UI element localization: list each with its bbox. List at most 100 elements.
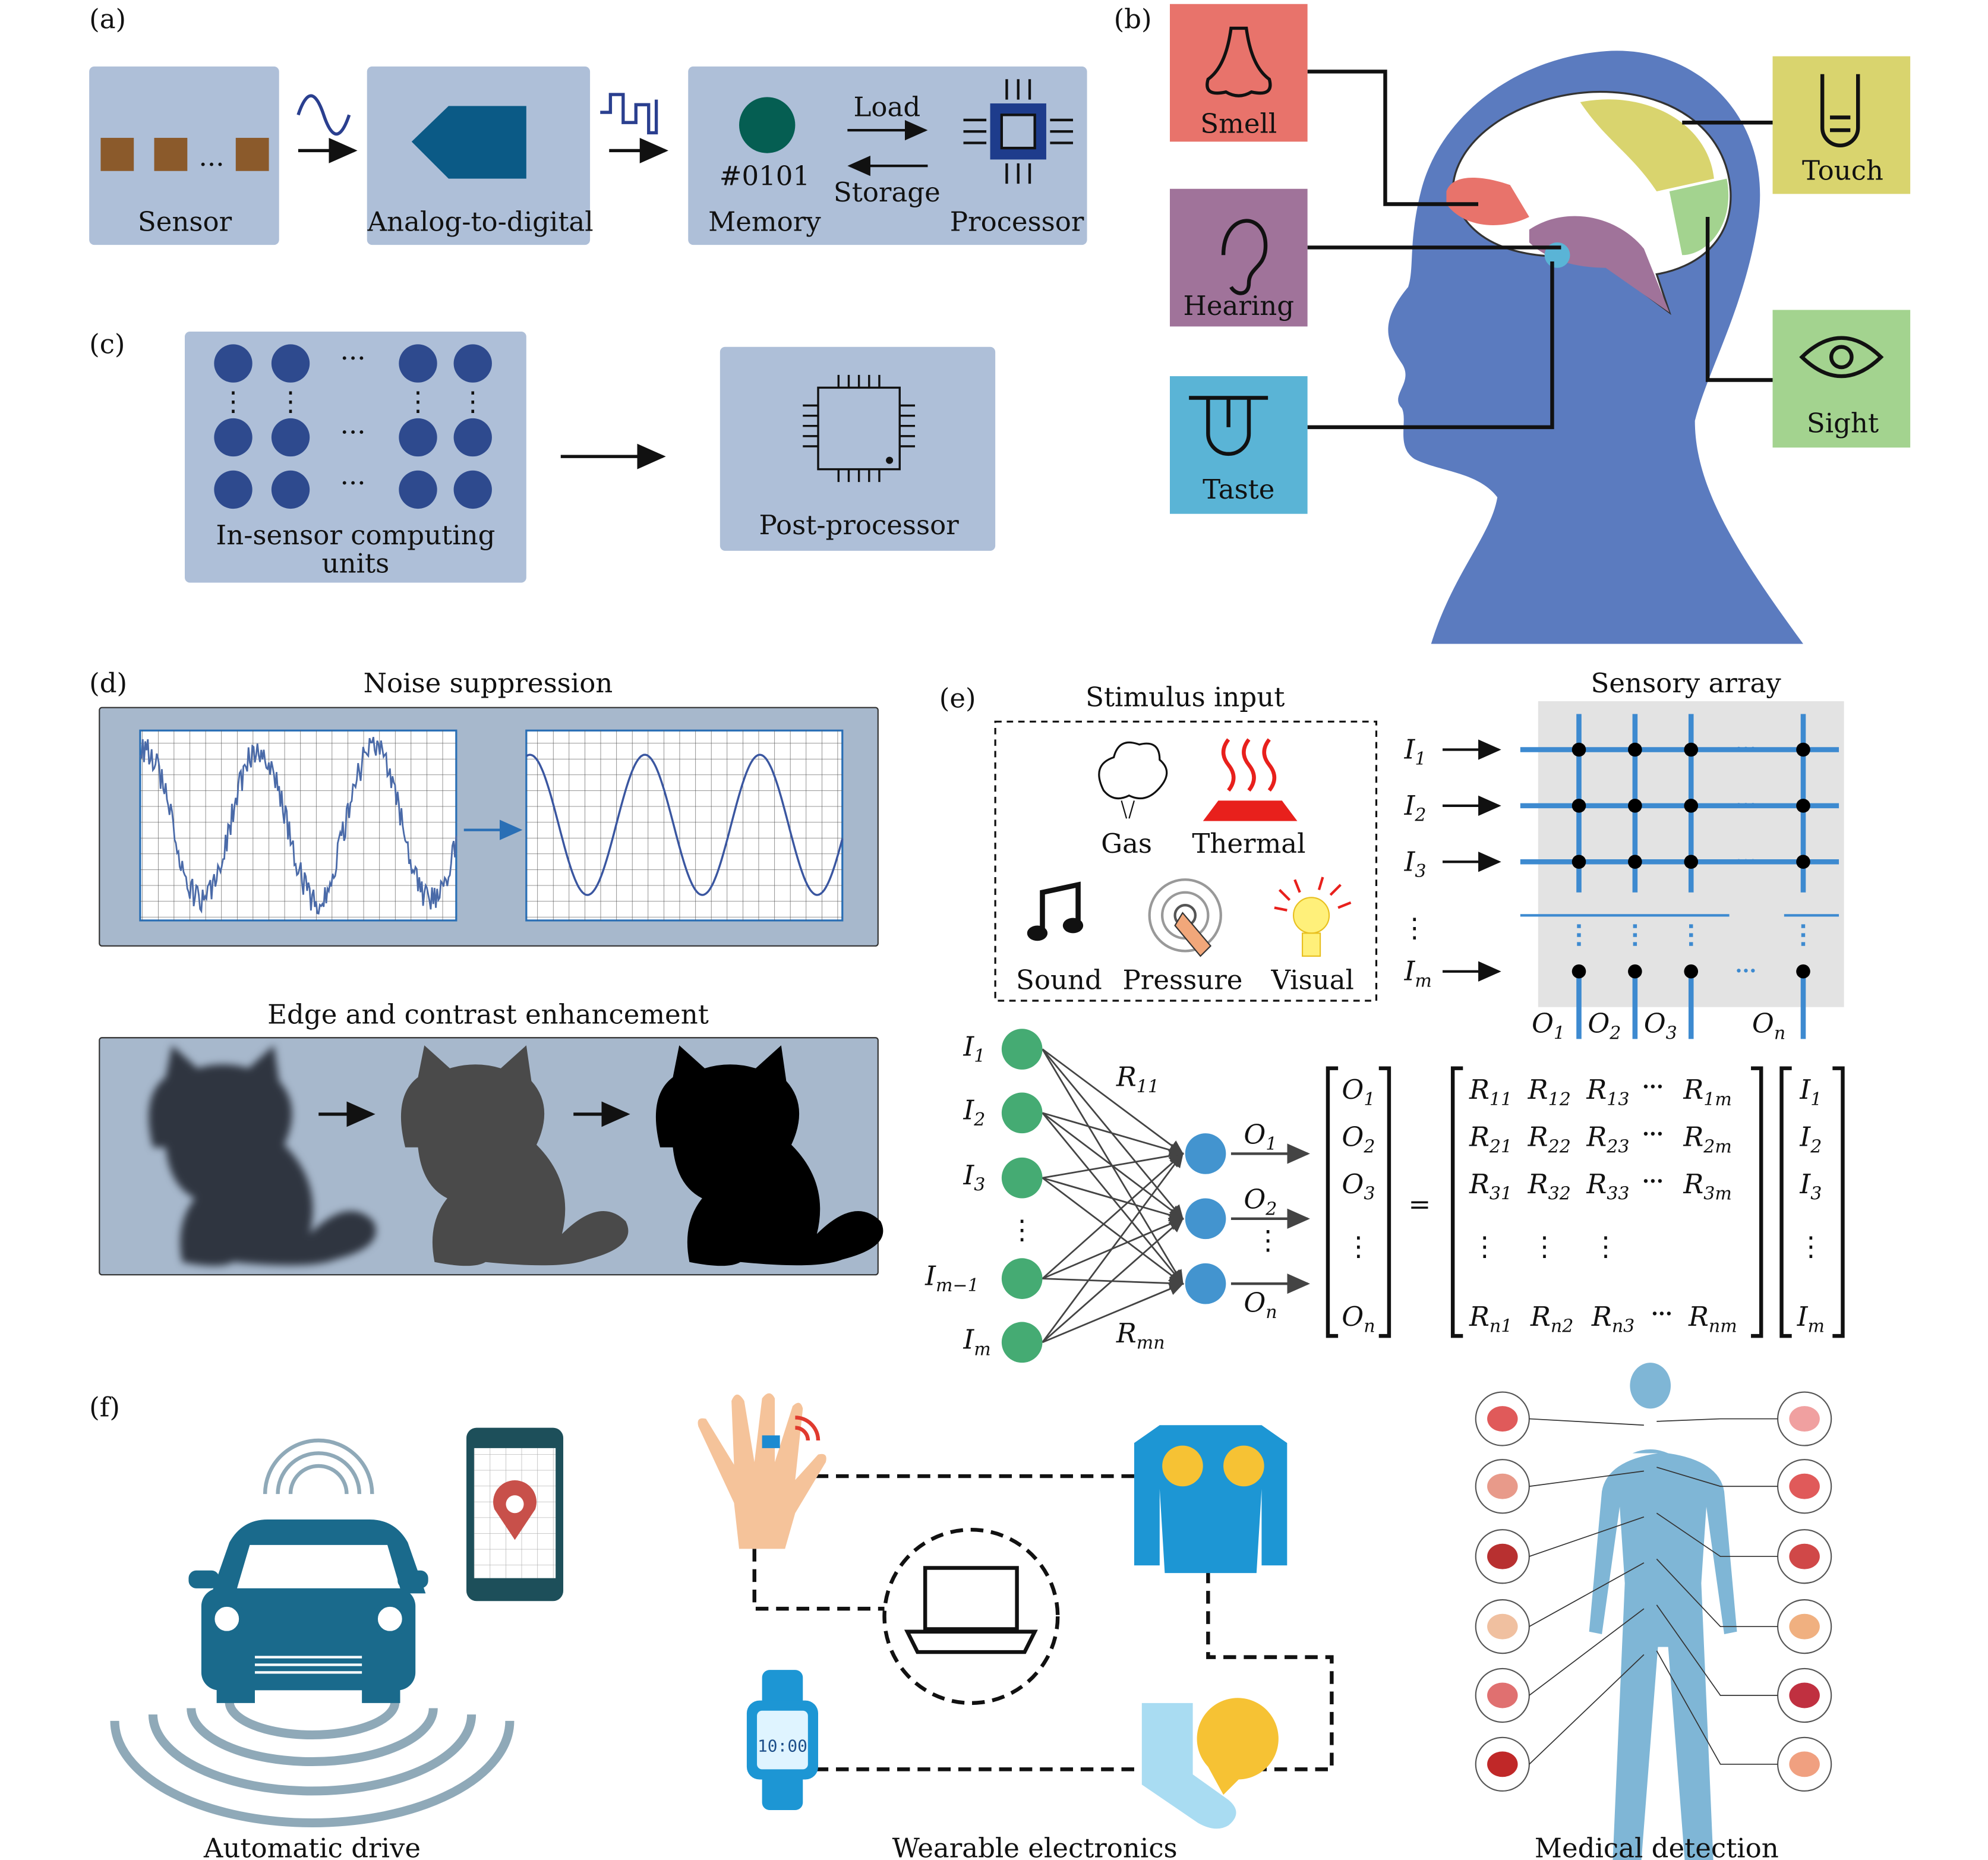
crosspoint (1684, 799, 1698, 813)
net-output-label-2-base: O (1244, 1184, 1266, 1215)
net-output-label-3-base: O (1244, 1287, 1266, 1318)
organ-glyph (1487, 1474, 1517, 1499)
crosspoint (1684, 743, 1698, 757)
hearing-box: Hearing (1170, 189, 1308, 327)
gas-icon (1099, 742, 1167, 818)
vector-o-4-subscript: n (1364, 1316, 1375, 1337)
vector-i-4-subscript: m (1808, 1316, 1825, 1337)
input-node (1002, 1029, 1043, 1070)
crosspoint (1628, 855, 1642, 869)
matrix-r-1-3-base: R (1586, 1074, 1607, 1105)
computing-unit (272, 344, 310, 382)
output-node (1185, 1263, 1226, 1304)
stimulus-thermal: Thermal (1192, 828, 1305, 859)
medical-label: Medical detection (1535, 1832, 1779, 1860)
matrix-ellipsis: ··· (1642, 1123, 1664, 1146)
weight-connection (1043, 1178, 1183, 1219)
net-input-label-4-subscript: m−1 (936, 1275, 979, 1296)
input-node (1002, 1158, 1043, 1199)
computing-unit (399, 471, 437, 509)
matrix-r-3-2-base: R (1528, 1168, 1548, 1200)
array-output-3: O3 (1644, 1008, 1677, 1044)
crosspoint (1572, 743, 1586, 757)
vector-i-4-base: I (1797, 1301, 1809, 1332)
matrix-r-1-2: R12 (1528, 1074, 1571, 1110)
car-icon (188, 1519, 428, 1703)
crosspoint (1796, 964, 1810, 979)
row-ellipsis: ··· (1735, 850, 1757, 874)
computing-unit (399, 418, 437, 456)
matrix-r-4-4-subscript: nm (1709, 1316, 1737, 1337)
panel-b: (b) Smell Hearing Taste (1114, 4, 1911, 644)
weight-r11-subscript: 11 (1137, 1076, 1159, 1097)
matrix-r-1-3: R13 (1586, 1074, 1629, 1110)
matrix-r-3-3-subscript: 33 (1607, 1184, 1629, 1205)
vector-o-2-subscript: 2 (1363, 1136, 1375, 1157)
matrix-r-3-2: R32 (1528, 1168, 1571, 1205)
organ-glyph (1789, 1683, 1819, 1708)
human-body-icon (1589, 1363, 1737, 1860)
matrix-vdots: ⋮ (1471, 1231, 1498, 1262)
weight-rmn: Rmn (1116, 1317, 1165, 1354)
array-output-1: O1 (1532, 1008, 1565, 1044)
output-node (1185, 1198, 1226, 1239)
matrix-r-1-2-subscript: 12 (1548, 1089, 1571, 1110)
net-output-label-2-subscript: 2 (1265, 1199, 1277, 1219)
matrix-r-3-4: R3m (1683, 1168, 1731, 1205)
matrix-r-3-3-base: R (1586, 1168, 1607, 1200)
computing-unit (454, 471, 492, 509)
matrix-r-2-4-subscript: 2m (1703, 1136, 1732, 1157)
array-input-1: I1 (1404, 734, 1427, 770)
panel-e: (e) Stimulus input Gas Thermal Sound Pre… (924, 667, 1844, 1363)
panel-label-c: (c) (89, 328, 125, 360)
weight-r11-base: R (1116, 1061, 1137, 1093)
net-input-label-4: Im−1 (924, 1260, 979, 1296)
crosspoint (1628, 743, 1642, 757)
stimulus-visual: Visual (1270, 964, 1354, 996)
array-input-2-base: I (1404, 790, 1416, 821)
hearing-label: Hearing (1184, 290, 1295, 321)
vector-i-1: I1 (1799, 1074, 1822, 1110)
organ-glyph (1487, 1406, 1517, 1432)
matrix-r-3-1-base: R (1469, 1168, 1490, 1200)
organ-glyph (1487, 1683, 1517, 1708)
net-input-label-2-subscript: 2 (973, 1109, 985, 1130)
sensor-dots: ... (199, 141, 225, 172)
net-input-label-5-subscript: m (974, 1339, 990, 1360)
panel-label-e: (e) (939, 683, 976, 714)
array-input-2: I2 (1404, 790, 1427, 826)
pointer-line (1529, 1419, 1644, 1426)
vector-o-2-base: O (1342, 1121, 1364, 1153)
memory-value: #0101 (720, 160, 810, 191)
computing-unit (272, 418, 310, 456)
matrix-r-4-1-base: R (1469, 1301, 1490, 1332)
matrix-vdots: ⋮ (1531, 1231, 1558, 1262)
matrix-r-1-1-base: R (1469, 1074, 1490, 1105)
crosspoint (1796, 743, 1810, 757)
vector-i-4: Im (1797, 1301, 1825, 1337)
net-input-label-1-base: I (963, 1030, 975, 1062)
array-output-2-base: O (1588, 1008, 1610, 1039)
row-ellipsis: ··· (1735, 737, 1757, 761)
storage-label: Storage (834, 176, 941, 208)
vector-i-3-base: I (1799, 1168, 1811, 1200)
matrix-r-2-4: R2m (1683, 1121, 1731, 1158)
matrix-r-4-2-base: R (1530, 1301, 1551, 1332)
matrix-r-1-1: R11 (1469, 1074, 1512, 1110)
digital-signal-icon (600, 94, 656, 133)
vector-i-3-subscript: 3 (1810, 1184, 1822, 1205)
taste-box: Taste (1170, 376, 1308, 514)
matrix-r-4-3-base: R (1591, 1301, 1612, 1332)
crosspoint (1628, 799, 1642, 813)
neural-network: I1I2I3Im−1Im⋮O1O2On⋮R11RmnO1I1R11R12R13R… (924, 1029, 1842, 1363)
memory-label: Memory (708, 206, 821, 238)
crosspoint (1684, 855, 1698, 869)
visual-bulb-icon (1274, 877, 1351, 956)
automatic-drive-illustration (115, 1428, 563, 1823)
matrix-r-1-3-subscript: 13 (1607, 1089, 1629, 1110)
row-dots: ··· (340, 342, 366, 374)
crosspoint (1572, 964, 1586, 979)
phone-map-icon (466, 1428, 563, 1602)
smell-box: Smell (1170, 4, 1308, 142)
input-vdots: ⋮ (1009, 1214, 1036, 1246)
